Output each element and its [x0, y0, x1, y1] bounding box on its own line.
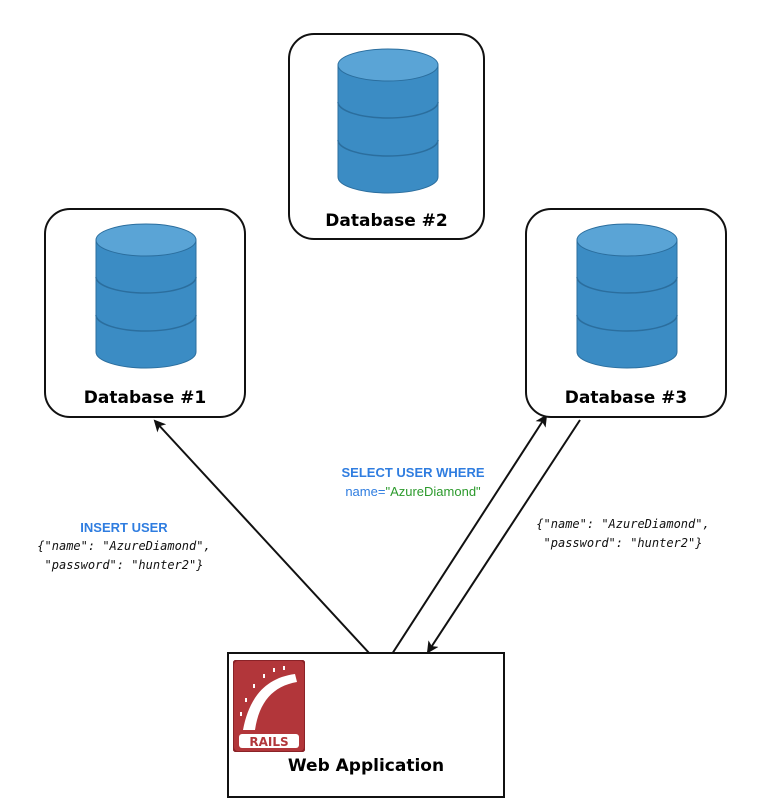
result-payload-line2: "password": "hunter2"} [543, 536, 703, 550]
rails-logo-text: RAILS [249, 735, 288, 749]
database-1-label: Database #1 [83, 388, 207, 408]
result-annotation: {"name": "AzureDiamond", "password": "hu… [513, 515, 733, 553]
web-application-box[interactable]: RAILS Web Application [227, 652, 505, 798]
database-cylinder-icon [576, 223, 678, 369]
insert-user-payload-line2: "password": "hunter2"} [44, 558, 204, 572]
insert-user-payload-line1: {"name": "AzureDiamond", [37, 539, 211, 553]
database-3-box[interactable]: Database #3 [525, 208, 727, 418]
insert-user-heading: INSERT USER [80, 520, 168, 535]
web-application-label: Web Application [287, 756, 445, 776]
database-2-label: Database #2 [325, 211, 448, 231]
select-condition-key: name= [345, 484, 386, 499]
database-cylinder-icon [95, 223, 197, 369]
database-3-label: Database #3 [564, 388, 688, 408]
select-user-condition: name="AzureDiamond" [318, 482, 508, 501]
rails-logo-icon: RAILS [233, 660, 305, 752]
select-user-heading: SELECT USER WHERE [341, 465, 485, 480]
database-cylinder-icon [337, 48, 439, 194]
arrow-select-to-db3 [391, 414, 548, 655]
insert-user-annotation: INSERT USER {"name": "AzureDiamond", "pa… [14, 518, 234, 575]
database-1-box[interactable]: Database #1 [44, 208, 246, 418]
arrow-insert-to-db1 [153, 419, 371, 655]
result-payload-line1: {"name": "AzureDiamond", [536, 517, 710, 531]
arrow-db3-to-webapp [426, 419, 581, 654]
select-condition-value: "AzureDiamond" [385, 484, 481, 499]
select-user-annotation: SELECT USER WHERE name="AzureDiamond" [318, 463, 508, 501]
database-2-box[interactable]: Database #2 [288, 33, 485, 240]
